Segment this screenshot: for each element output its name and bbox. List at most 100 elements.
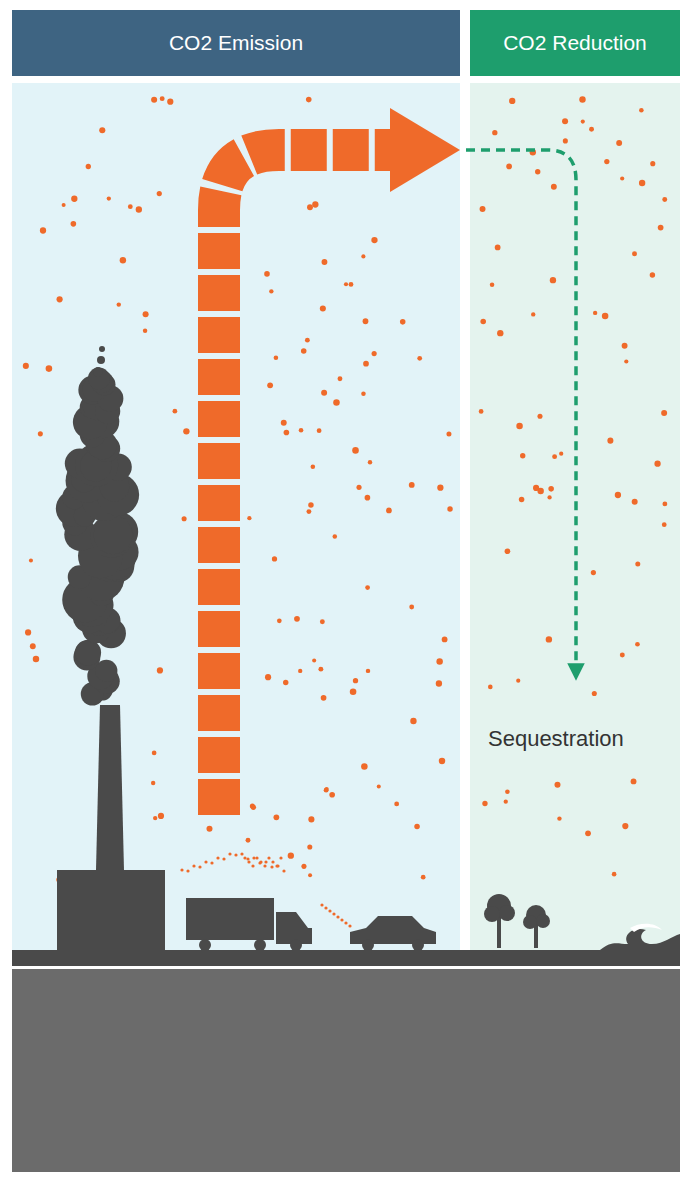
exhaust-dot (276, 864, 279, 867)
co2-dot (62, 203, 66, 207)
co2-dot (480, 206, 486, 212)
co2-dot (559, 452, 563, 456)
co2-dot (71, 196, 77, 202)
co2-dot (531, 312, 535, 316)
co2-dot (363, 361, 369, 367)
co2-dot (612, 872, 617, 877)
co2-dot (509, 98, 515, 104)
co2-dot (269, 289, 273, 293)
co2-dot (516, 679, 520, 683)
co2-dot (442, 636, 448, 642)
co2-dot (562, 118, 568, 124)
exhaust-dot (275, 864, 278, 867)
co2-dot (352, 447, 359, 454)
emission-arrow (219, 150, 392, 815)
co2-dot (592, 691, 597, 696)
co2-dot (317, 428, 322, 433)
co2-dot (353, 678, 358, 683)
co2-dot (333, 399, 340, 406)
co2-dot (650, 161, 655, 166)
co2-dot (386, 508, 392, 514)
co2-dot (322, 259, 328, 265)
co2-dot (311, 464, 316, 469)
co2-dot (365, 495, 371, 501)
co2-dot (40, 227, 46, 233)
co2-dot (368, 460, 372, 464)
smokestack (96, 705, 124, 870)
exhaust-dot (282, 869, 285, 872)
co2-dot (421, 875, 426, 880)
co2-dot (272, 556, 277, 561)
co2-dot (639, 180, 645, 186)
co2-dot (107, 196, 111, 200)
co2-dot (329, 792, 335, 798)
co2-dot (281, 420, 287, 426)
co2-dot (490, 282, 495, 287)
smoke-puff (90, 515, 133, 558)
co2-dot (400, 319, 406, 325)
co2-dot (321, 695, 327, 701)
co2-dot (409, 482, 415, 488)
co2-dot (338, 376, 343, 381)
co2-dot (25, 629, 31, 635)
co2-dot (157, 191, 162, 196)
co2-dot (662, 197, 667, 202)
co2-dot (128, 204, 133, 209)
co2-dot (436, 658, 442, 664)
co2-dot (308, 502, 313, 507)
exhaust-dot (252, 856, 255, 859)
co2-dot (264, 271, 270, 277)
smoke-puff (97, 356, 105, 364)
exhaust (180, 852, 351, 927)
co2-dot (361, 254, 365, 258)
co2-dot (622, 823, 628, 829)
exhaust-dot (336, 915, 339, 918)
exhaust-dot (332, 912, 335, 915)
co2-dot (158, 813, 164, 819)
smoke-puff (75, 640, 101, 666)
co2-dot (349, 282, 354, 287)
co2-dot (307, 204, 313, 210)
exhaust-dot (180, 868, 183, 871)
co2-dot (306, 509, 311, 514)
co2-dot (482, 801, 487, 806)
exhaust-dot (186, 869, 189, 872)
co2-dot (30, 643, 36, 649)
co2-dot (29, 558, 33, 562)
co2-dot (447, 506, 452, 511)
co2-dot (495, 245, 501, 251)
co2-dot (247, 516, 251, 520)
co2-dot (136, 206, 142, 212)
co2-dot (505, 548, 511, 554)
co2-dot (479, 409, 484, 414)
co2-dot (550, 277, 556, 283)
co2-dot (624, 359, 628, 363)
co2-dot (267, 382, 273, 388)
trees (484, 894, 550, 948)
co2-dot (312, 201, 318, 207)
co2-dot (622, 343, 628, 349)
co2-dot (579, 96, 585, 102)
wave (600, 929, 680, 950)
co2-dot (284, 430, 290, 436)
co2-dot (394, 802, 399, 807)
co2-dot (363, 318, 369, 324)
co2-dot (361, 763, 368, 770)
co2-dot (277, 618, 282, 623)
co2-dot (294, 616, 300, 622)
co2-dot (167, 99, 173, 105)
co2-dot (99, 127, 105, 133)
exhaust-dot (251, 864, 254, 867)
smoke-puff (93, 367, 103, 377)
co2-dot (446, 431, 451, 436)
exhaust-dot (255, 856, 258, 859)
exhaust-dot (210, 861, 213, 864)
co2-dot (206, 826, 212, 832)
co2-dot (654, 460, 660, 466)
ground-line (12, 950, 680, 966)
exhaust-dot (279, 856, 282, 859)
co2-dot (410, 718, 416, 724)
co2-dot (661, 410, 667, 416)
co2-dot (151, 781, 155, 785)
co2-dot (143, 311, 149, 317)
